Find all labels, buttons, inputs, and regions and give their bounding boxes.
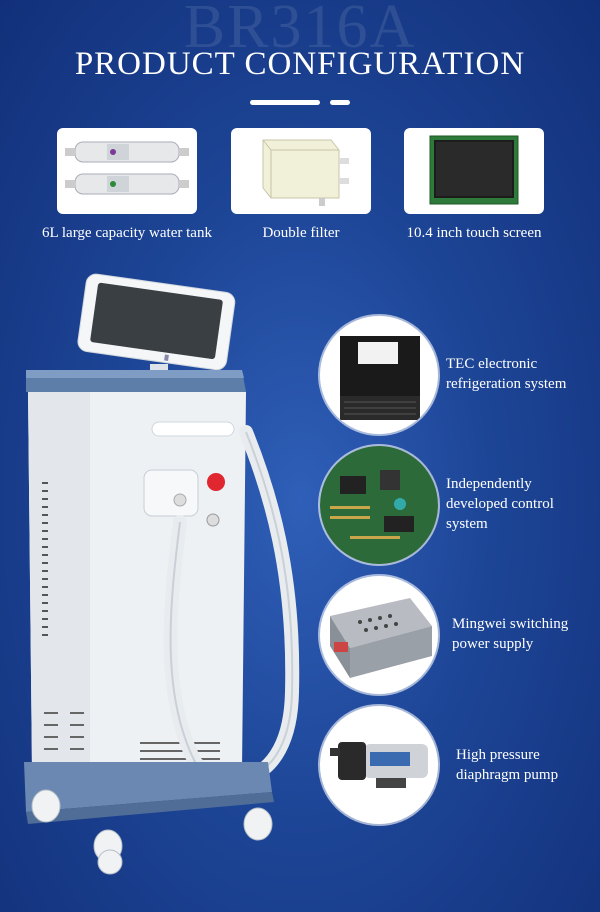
double-filter-card (231, 128, 371, 214)
feature-line: diaphragm pump (456, 767, 559, 783)
feature-line: refrigeration system (446, 376, 567, 392)
feature-label-tec: TEC electronic refrigeration system (446, 354, 596, 394)
filter-cartridges-image (65, 141, 189, 195)
double-filter-label: Double filter (262, 225, 340, 241)
touch-screen-image (429, 135, 519, 205)
feature-line: Mingwei switching (452, 616, 569, 632)
model-watermark: BR316A (183, 0, 417, 61)
control-board-image (320, 446, 438, 564)
tec-refrigeration-image (320, 316, 438, 434)
water-tank-card (57, 128, 197, 214)
feature-label-control: Independently developed control system (446, 474, 596, 534)
touch-screen-label: 10.4 inch touch screen (406, 225, 542, 241)
feature-line: TEC electronic (446, 356, 538, 372)
feature-label-power: Mingwei switching power supply (452, 614, 600, 654)
tank-image (262, 139, 349, 206)
feature-line: power supply (452, 636, 534, 652)
feature-line: High pressure (456, 747, 540, 763)
feature-line: system (446, 516, 488, 532)
feature-line: developed control (446, 496, 554, 512)
water-tank-label: 6L large capacity water tank (42, 225, 212, 241)
touch-screen-card (404, 128, 544, 214)
laser-machine-image (24, 273, 300, 875)
title-underline-short (330, 100, 350, 105)
power-supply-image (320, 576, 438, 694)
feature-line: Independently (446, 476, 532, 492)
feature-label-pump: High pressure diaphragm pump (456, 745, 600, 785)
diaphragm-pump-image (320, 706, 438, 824)
page-title: PRODUCT CONFIGURATION (74, 46, 526, 82)
title-underline-long (250, 100, 320, 105)
